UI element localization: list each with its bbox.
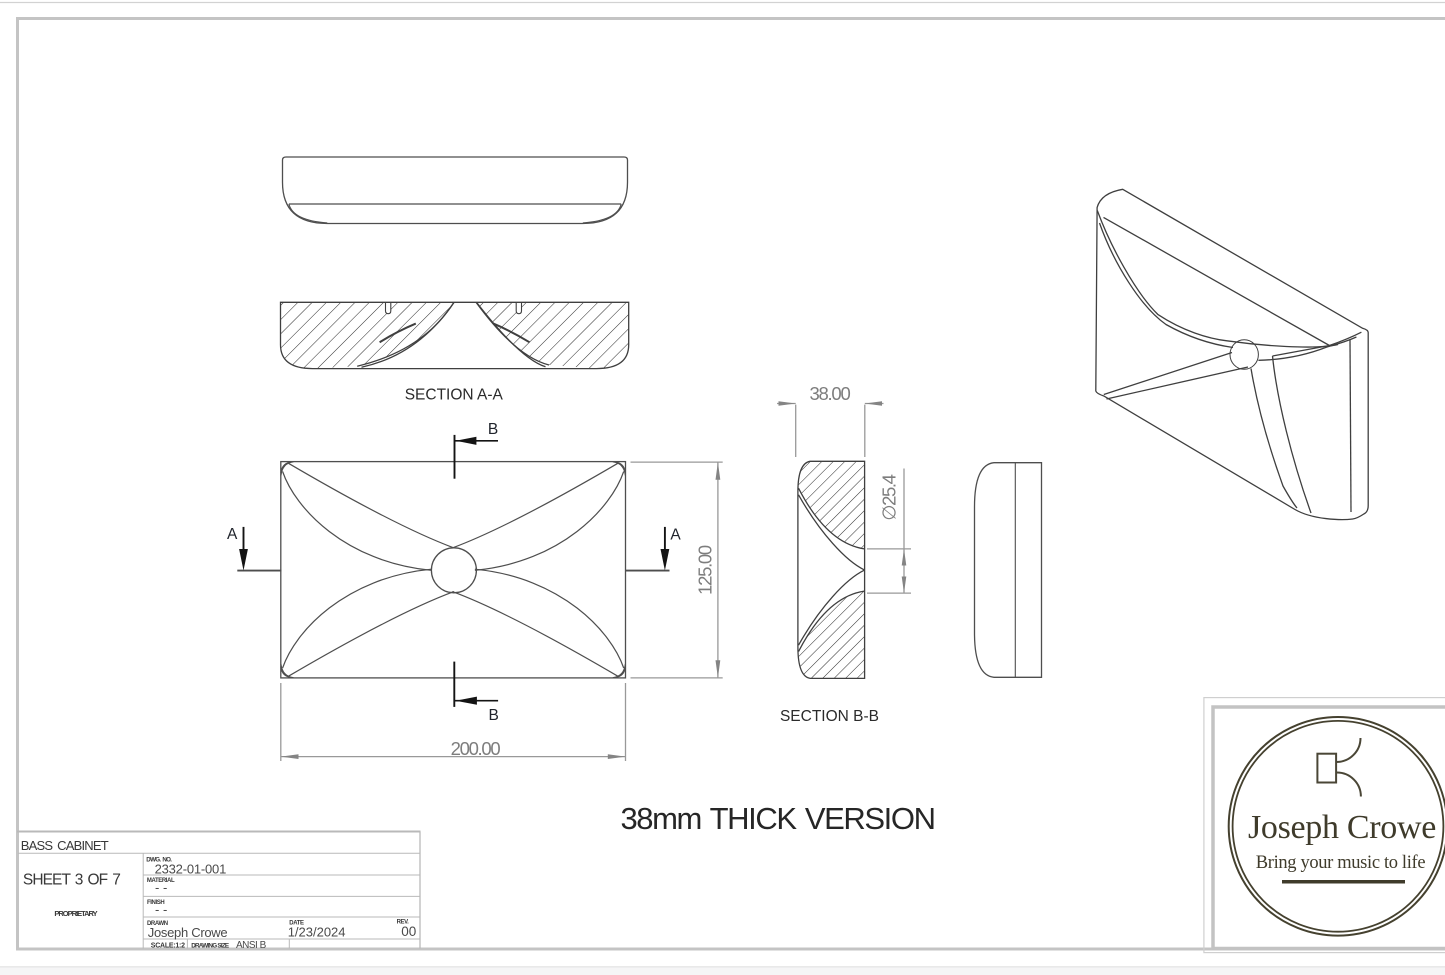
svg-text:A: A [227,526,238,543]
svg-text:Joseph Crowe: Joseph Crowe [1248,809,1436,846]
svg-text:REV.: REV. [397,920,410,926]
svg-text:A: A [670,527,681,544]
svg-text:DWG. NO.: DWG. NO. [146,857,172,864]
svg-text:38.00: 38.00 [809,383,850,404]
svg-text:Joseph Crowe: Joseph Crowe [148,925,228,940]
svg-text:00: 00 [401,924,416,939]
svg-text:B: B [489,707,499,724]
svg-text:SCALE:1:2: SCALE:1:2 [151,943,185,950]
svg-text:B: B [488,421,498,438]
svg-text:BASS CABINET: BASS CABINET [21,838,109,853]
svg-text:1/23/2024: 1/23/2024 [288,925,346,940]
svg-text:SECTION A-A: SECTION A-A [405,387,504,404]
svg-text:2332-01-001: 2332-01-001 [155,862,227,877]
svg-text:200.00: 200.00 [451,738,501,759]
svg-text:- -: - - [155,902,167,917]
svg-text:DRAWN: DRAWN [147,921,168,927]
svg-text:FINISH: FINISH [147,900,164,906]
svg-text:MATERIAL: MATERIAL [147,878,175,884]
svg-text:DRAWING SIZE: DRAWING SIZE [191,943,229,950]
svg-text:DATE: DATE [289,920,304,926]
svg-text:SHEET 3 OF 7: SHEET 3 OF 7 [23,871,120,888]
svg-text:SECTION B-B: SECTION B-B [780,708,879,725]
svg-text:∅25.4: ∅25.4 [879,474,900,520]
svg-text:- -: - - [155,880,167,895]
svg-text:38mm THICK VERSION: 38mm THICK VERSION [620,801,934,836]
svg-text:Bring your music to life: Bring your music to life [1256,853,1426,873]
svg-text:PROPRIETARY: PROPRIETARY [54,909,97,918]
svg-text:ANSI B: ANSI B [236,940,267,951]
svg-text:125.00: 125.00 [695,545,716,595]
